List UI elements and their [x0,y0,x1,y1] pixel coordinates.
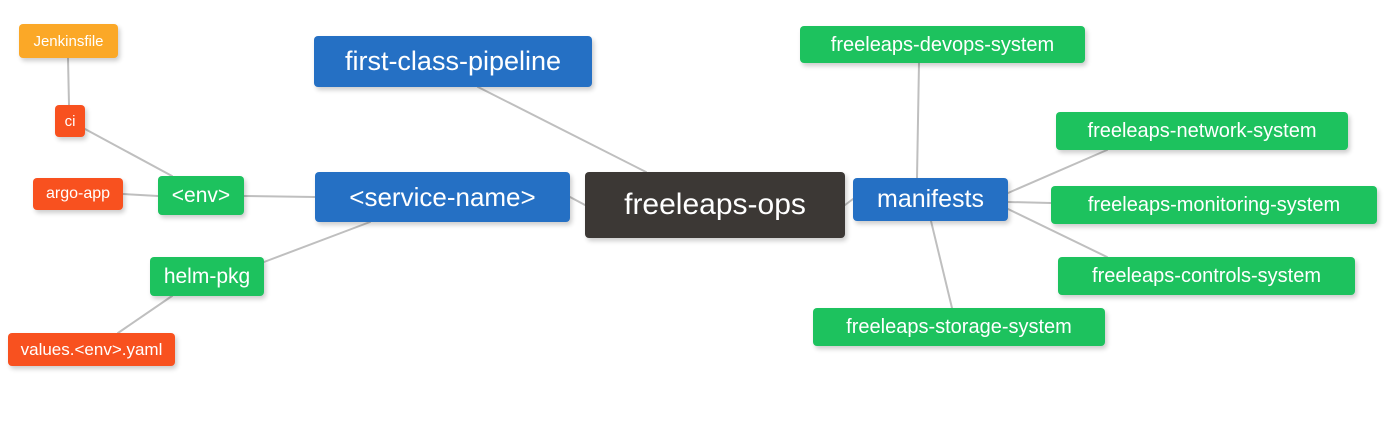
node-label-helm-pkg: helm-pkg [163,265,251,288]
node-argo-app[interactable]: argo-app [33,178,123,210]
node-env[interactable]: <env> [158,176,244,215]
edge-freeleaps-ops-to-service-name [569,196,586,206]
node-label-first-class-pipeline: first-class-pipeline [344,46,562,76]
node-freeleaps-network-system[interactable]: freeleaps-network-system [1056,112,1348,150]
node-first-class-pipeline[interactable]: first-class-pipeline [314,36,592,87]
node-label-freeleaps-devops-system: freeleaps-devops-system [830,33,1055,56]
node-label-ci: ci [64,112,76,130]
node-label-freeleaps-monitoring-system: freeleaps-monitoring-system [1087,194,1341,216]
node-label-manifests: manifests [877,185,984,213]
edge-manifests-to-freeleaps-devops-system [916,62,920,179]
node-label-argo-app: argo-app [45,185,111,202]
edge-service-name-to-helm-pkg [263,221,371,263]
node-freeleaps-devops-system[interactable]: freeleaps-devops-system [800,26,1085,63]
node-label-freeleaps-storage-system: freeleaps-storage-system [846,316,1072,338]
node-jenkinsfile[interactable]: Jenkinsfile [19,24,118,58]
edge-helm-pkg-to-values-env-yaml [117,295,173,334]
node-label-jenkinsfile: Jenkinsfile [33,32,104,50]
node-label-values-env-yaml: values.<env>.yaml [20,340,163,359]
edge-manifests-to-freeleaps-storage-system [930,220,953,309]
node-values-env-yaml[interactable]: values.<env>.yaml [8,333,175,366]
node-freeleaps-controls-system[interactable]: freeleaps-controls-system [1058,257,1355,295]
node-label-freeleaps-ops: freeleaps-ops [624,188,806,221]
edge-freeleaps-ops-to-manifests [844,198,854,206]
node-helm-pkg[interactable]: helm-pkg [150,257,264,296]
node-label-freeleaps-controls-system: freeleaps-controls-system [1092,265,1321,287]
edge-manifests-to-freeleaps-monitoring-system [1007,201,1052,204]
node-service-name[interactable]: <service-name> [315,172,570,222]
node-manifests[interactable]: manifests [853,178,1008,221]
node-label-service-name: <service-name> [349,182,536,212]
node-ci[interactable]: ci [55,105,85,137]
node-freeleaps-monitoring-system[interactable]: freeleaps-monitoring-system [1051,186,1377,224]
edge-ci-to-jenkinsfile [67,57,70,106]
edge-env-to-argo-app [122,193,159,197]
edge-env-to-ci [84,128,173,177]
node-label-freeleaps-network-system: freeleaps-network-system [1087,120,1317,142]
edge-service-name-to-env [243,195,316,198]
edge-freeleaps-ops-to-first-class-pipeline [477,86,647,173]
node-freeleaps-ops[interactable]: freeleaps-ops [585,172,845,238]
node-freeleaps-storage-system[interactable]: freeleaps-storage-system [813,308,1105,346]
node-label-env: <env> [171,184,231,207]
